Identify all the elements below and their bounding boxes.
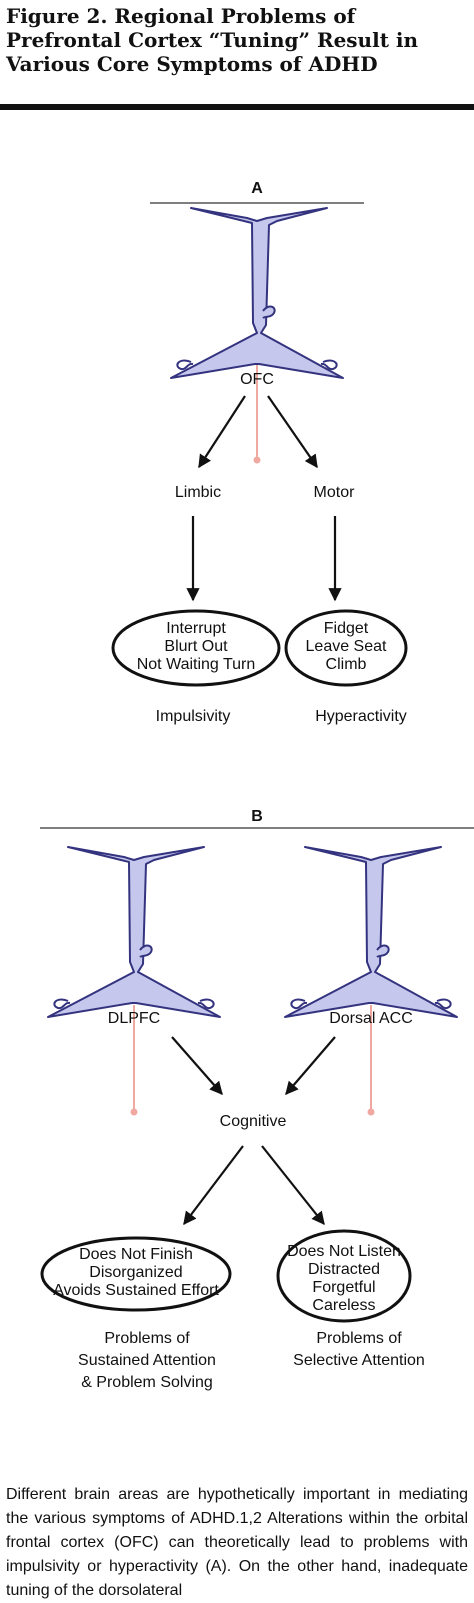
motor-label: Motor: [314, 484, 356, 501]
figure-title: Figure 2. Regional Problems of Prefronta…: [6, 4, 419, 76]
arrow-dorsal-acc-cognitive: [285, 1036, 336, 1096]
b-left-outcome-1: Problems of: [104, 1330, 190, 1347]
a-right-line-2: Leave Seat: [306, 638, 388, 655]
a-left-line-3: Not Waiting Turn: [137, 656, 256, 673]
arrow-cognitive-right: [261, 1145, 325, 1226]
ofc-neuron-icon: [170, 207, 344, 379]
selective-attention-box: [276, 1229, 412, 1323]
figure-caption: Different brain areas are hypothetically…: [6, 1486, 468, 1599]
ofc-label: OFC: [240, 371, 274, 388]
b-right-line-1: Does Not Listen: [287, 1243, 401, 1260]
b-right-outcome-1: Problems of: [316, 1330, 402, 1347]
arrow-ofc-motor: [267, 395, 318, 469]
sustained-attention-box: [40, 1236, 232, 1312]
a-right-line-3: Climb: [326, 656, 367, 673]
panel-a-letter: A: [251, 180, 263, 197]
panel-b-letter: B: [251, 808, 263, 825]
ofc-axon-terminal: [253, 456, 261, 464]
arrow-ofc-limbic: [198, 395, 246, 469]
hyperactivity-box: [284, 609, 408, 687]
dorsal-acc-label: Dorsal ACC: [329, 1010, 413, 1027]
b-right-line-3: Forgetful: [312, 1279, 375, 1296]
impulsivity-label: Impulsivity: [156, 708, 231, 725]
limbic-label: Limbic: [175, 484, 221, 501]
b-right-line-2: Distracted: [308, 1261, 380, 1278]
dorsal-acc-axon-terminal: [367, 1108, 375, 1116]
dlpfc-neuron-icon: [47, 846, 221, 1018]
b-right-line-4: Careless: [312, 1297, 375, 1314]
b-left-outcome-3: & Problem Solving: [81, 1374, 213, 1391]
impulsivity-box: [111, 609, 281, 687]
dlpfc-axon-terminal: [130, 1108, 138, 1116]
dlpfc-label: DLPFC: [108, 1010, 160, 1027]
b-left-line-2: Disorganized: [89, 1264, 182, 1281]
b-left-line-3: Avoids Sustained Effort: [53, 1282, 219, 1299]
arrow-cognitive-left: [183, 1145, 244, 1226]
b-left-line-1: Does Not Finish: [79, 1246, 193, 1263]
a-left-line-2: Blurt Out: [164, 638, 228, 655]
figure-header: Figure 2. Regional Problems of Prefronta…: [0, 0, 474, 112]
a-right-line-1: Fidget: [324, 620, 369, 637]
hyperactivity-label: Hyperactivity: [315, 708, 407, 725]
arrow-dlpfc-cognitive: [171, 1036, 223, 1095]
dorsal-acc-neuron-icon: [284, 846, 458, 1018]
title-rule: [0, 104, 474, 110]
cognitive-label: Cognitive: [220, 1113, 287, 1130]
a-left-line-1: Interrupt: [166, 620, 226, 637]
b-right-outcome-2: Selective Attention: [293, 1352, 425, 1369]
b-left-outcome-2: Sustained Attention: [78, 1352, 216, 1369]
